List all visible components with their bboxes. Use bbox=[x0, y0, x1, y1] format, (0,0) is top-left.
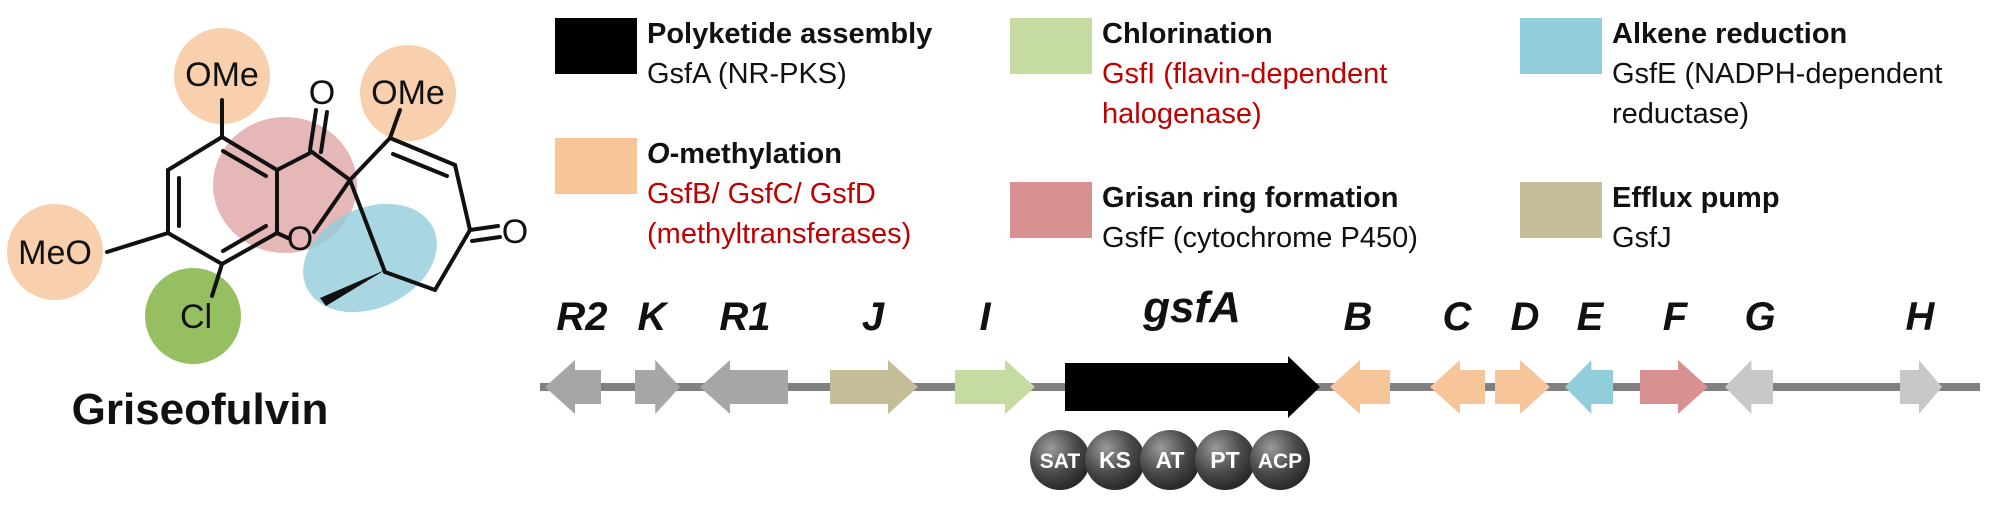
pks-domain-sphere bbox=[1140, 430, 1200, 490]
legend-title-text: -methylation bbox=[669, 138, 842, 170]
gene-label: D bbox=[1511, 295, 1540, 339]
legend-swatch bbox=[1010, 182, 1092, 238]
gene-arrow bbox=[1640, 360, 1708, 414]
gene-arrow bbox=[1725, 360, 1773, 414]
legend-detail: GsfF (cytochrome P450) bbox=[1102, 222, 1418, 254]
legend-detail: GsfE (NADPH-dependent reductase) bbox=[1612, 58, 1943, 130]
legend-title: Efflux pump bbox=[1612, 180, 1982, 216]
legend-title-italic: O bbox=[647, 138, 670, 170]
compound-name: Griseofulvin bbox=[71, 385, 329, 434]
pks-domain-sphere bbox=[1030, 430, 1090, 490]
gene-label: C bbox=[1443, 295, 1473, 339]
legend-detail: GsfJ bbox=[1612, 222, 1672, 254]
cl-label: Cl bbox=[180, 298, 212, 336]
legend-title-text: Polyketide assembly bbox=[647, 18, 933, 50]
ketone-oxygen-label: O bbox=[309, 74, 335, 112]
gene-arrow bbox=[545, 360, 601, 414]
legend-detail: GsfB/ GsfC/ GsfD (methyltransferases) bbox=[647, 178, 912, 250]
legend-swatch bbox=[1010, 18, 1092, 74]
gene-label: F bbox=[1663, 295, 1689, 339]
gene-arrow bbox=[635, 360, 680, 414]
ome-right-highlight bbox=[360, 45, 456, 141]
gene-label: H bbox=[1906, 295, 1936, 339]
gene-label: E bbox=[1577, 295, 1605, 339]
legend-swatch bbox=[1520, 18, 1602, 74]
legend-title: Chlorination bbox=[1102, 16, 1472, 52]
meo-left-label: MeO bbox=[18, 234, 92, 272]
pks-domain-label: SAT bbox=[1040, 450, 1081, 473]
pks-domain-sphere bbox=[1085, 430, 1145, 490]
alkene-reduction-highlight bbox=[303, 203, 437, 313]
gene-arrow bbox=[830, 360, 918, 414]
gene-arrow bbox=[1565, 360, 1613, 414]
ring-oxygen-label: O bbox=[287, 220, 313, 258]
ome-right-label: OMe bbox=[371, 74, 445, 112]
gene-label: R1 bbox=[719, 295, 770, 339]
gene-arrow bbox=[1430, 360, 1485, 414]
legend-detail: GsfA (NR-PKS) bbox=[647, 58, 847, 90]
gene-label: I bbox=[979, 295, 991, 339]
cl-highlight bbox=[145, 268, 241, 364]
legend-detail: GsfI (flavin-dependent halogenase) bbox=[1102, 58, 1388, 130]
legend-title-text: Efflux pump bbox=[1612, 182, 1780, 214]
gene-label: G bbox=[1744, 295, 1775, 339]
gene-arrow bbox=[1900, 360, 1942, 414]
methyl-wedge bbox=[320, 270, 385, 306]
gene-arrow bbox=[700, 360, 788, 414]
gene-label: K bbox=[638, 295, 670, 339]
legend-title: O-methylation bbox=[647, 136, 1017, 172]
legend-swatch bbox=[555, 18, 637, 74]
legend-title-text: Alkene reduction bbox=[1612, 18, 1848, 50]
gene-label: gsfA bbox=[1142, 290, 1241, 332]
gene-label: J bbox=[862, 295, 885, 339]
gene-label: B bbox=[1344, 295, 1373, 339]
meo-left-highlight bbox=[7, 204, 103, 300]
legend-title: Grisan ring formation bbox=[1102, 180, 1472, 216]
legend-swatch bbox=[555, 138, 637, 194]
pks-domain-sphere bbox=[1250, 430, 1310, 490]
legend-title: Polyketide assembly bbox=[647, 16, 1017, 52]
griseofulvin-structure: OMe OMe MeO Cl O O O bbox=[7, 28, 528, 364]
gene-arrow bbox=[1065, 356, 1320, 418]
legend-title: Alkene reduction bbox=[1612, 16, 1982, 52]
pks-domain-label: KS bbox=[1099, 447, 1131, 473]
pks-domain-label: AT bbox=[1156, 447, 1185, 473]
enone-oxygen-label: O bbox=[502, 213, 528, 251]
gene-arrow bbox=[955, 360, 1035, 414]
legend-title-text: Grisan ring formation bbox=[1102, 182, 1399, 214]
ome-top-label: OMe bbox=[185, 56, 259, 94]
gene-arrow bbox=[1330, 360, 1390, 414]
pks-domain-label: ACP bbox=[1258, 450, 1302, 473]
legend-title-text: Chlorination bbox=[1102, 18, 1273, 50]
gene-label: R2 bbox=[556, 295, 607, 339]
pks-domain-sphere bbox=[1195, 430, 1255, 490]
pks-domain-label: PT bbox=[1210, 447, 1239, 473]
ome-top-highlight bbox=[174, 28, 270, 124]
legend-swatch bbox=[1520, 182, 1602, 238]
gene-arrow bbox=[1495, 360, 1550, 414]
